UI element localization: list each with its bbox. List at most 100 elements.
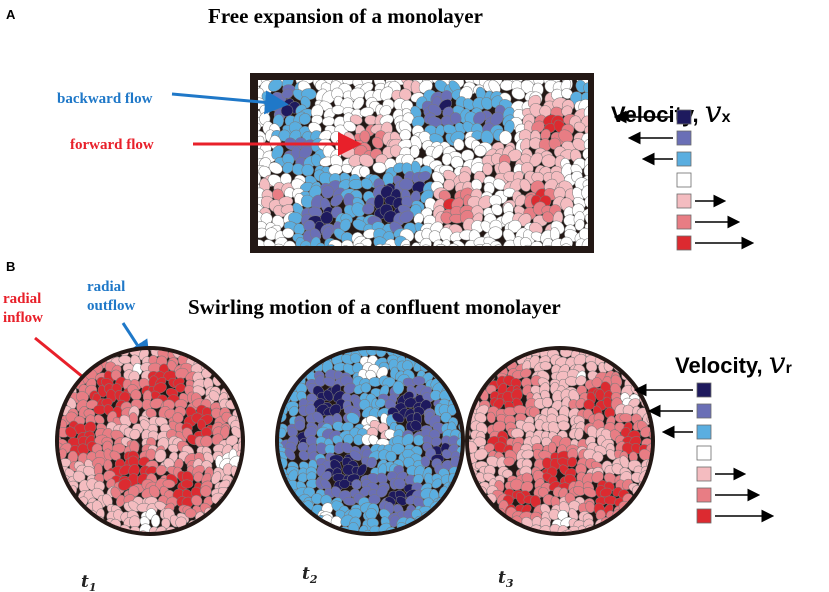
cell — [46, 371, 60, 386]
cell — [459, 533, 473, 542]
cell — [220, 510, 233, 521]
cell — [469, 386, 474, 399]
cell — [450, 352, 461, 365]
cell — [457, 340, 470, 353]
cell — [323, 350, 333, 351]
cell — [237, 376, 241, 387]
cell — [59, 390, 60, 403]
cell — [380, 86, 394, 102]
cell — [139, 523, 152, 532]
legend-swatch — [676, 235, 692, 251]
cell — [229, 507, 241, 519]
cell — [459, 521, 461, 532]
cell — [270, 532, 284, 545]
legend-a-title: Velocity,vx — [611, 95, 731, 130]
cell — [283, 240, 297, 246]
cell — [298, 113, 311, 125]
cell — [469, 498, 471, 508]
cell — [460, 519, 461, 530]
cell — [67, 531, 80, 532]
cell — [279, 353, 283, 365]
cell — [59, 478, 63, 490]
cell — [244, 420, 259, 435]
cell — [93, 350, 103, 360]
cell — [362, 203, 375, 215]
cell — [279, 370, 291, 382]
cell — [582, 147, 588, 161]
cell — [299, 518, 310, 530]
cell — [472, 244, 487, 246]
cell — [658, 428, 670, 442]
cell — [621, 518, 634, 532]
cell — [583, 82, 588, 95]
cell — [220, 362, 233, 376]
cell — [464, 499, 476, 514]
cell — [306, 529, 318, 532]
cell — [279, 504, 280, 517]
cell — [328, 239, 344, 246]
cell — [67, 528, 81, 532]
cell — [520, 244, 533, 246]
cell — [653, 405, 667, 419]
cell — [440, 239, 451, 246]
cell — [279, 514, 290, 527]
cell — [418, 171, 431, 182]
cell — [541, 245, 557, 246]
cell — [448, 243, 462, 246]
cell — [621, 357, 633, 368]
legend-swatch — [696, 382, 712, 398]
cell — [657, 395, 671, 410]
cell — [230, 495, 241, 508]
cell — [410, 420, 422, 432]
cell — [333, 350, 343, 353]
cell — [650, 472, 651, 486]
cell — [411, 531, 425, 532]
cell — [59, 383, 60, 398]
cell — [654, 449, 669, 463]
cell — [469, 496, 480, 510]
cell — [315, 242, 327, 246]
cell — [510, 532, 522, 543]
cell — [611, 532, 626, 547]
cell — [236, 518, 241, 530]
cell — [48, 532, 58, 544]
cell — [66, 499, 76, 513]
cell — [501, 529, 513, 532]
cell — [626, 534, 641, 546]
cell — [420, 456, 431, 468]
cell — [258, 171, 261, 186]
cell — [59, 504, 68, 517]
cell — [440, 363, 451, 377]
cell — [279, 363, 289, 376]
cell — [46, 522, 60, 535]
cell — [459, 358, 461, 368]
cell — [187, 528, 198, 532]
cell — [220, 425, 230, 440]
time-label-t2: t2 — [302, 564, 318, 586]
cell — [437, 352, 450, 364]
cell — [61, 512, 73, 524]
cell — [439, 532, 453, 544]
cell — [622, 530, 635, 532]
radial-inflow-label-line2: inflow — [3, 310, 43, 326]
cell — [497, 523, 509, 532]
cell — [489, 350, 499, 358]
cell — [655, 487, 666, 500]
cell — [448, 529, 460, 532]
cell — [482, 162, 493, 176]
radial-outflow-label-line2: outflow — [87, 298, 136, 314]
cell — [118, 478, 132, 491]
cell — [469, 342, 480, 354]
cell — [592, 532, 608, 549]
cell — [456, 348, 469, 357]
cell — [200, 350, 211, 353]
legend-swatch — [676, 193, 692, 209]
cell — [486, 411, 496, 424]
cell — [583, 138, 588, 152]
cell — [650, 503, 651, 514]
cell — [647, 364, 651, 375]
disc-t3-cells — [456, 340, 671, 549]
legend-b-title: Velocity,vr — [675, 346, 792, 381]
cell — [279, 525, 283, 532]
cell — [468, 360, 482, 374]
